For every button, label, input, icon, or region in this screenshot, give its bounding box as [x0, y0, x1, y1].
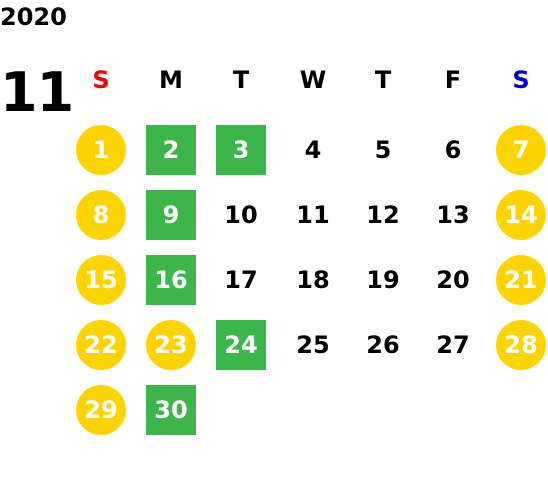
day-cell-20[interactable]: 20: [436, 266, 470, 294]
day-cell-10[interactable]: 10: [224, 201, 258, 229]
day-cell-11[interactable]: 11: [296, 201, 330, 229]
weekday-sunday: S: [92, 66, 110, 94]
weekday-saturday: S: [512, 66, 530, 94]
day-cell-7[interactable]: 7: [496, 125, 546, 175]
day-cell-29[interactable]: 29: [76, 385, 126, 435]
day-cell-22[interactable]: 22: [76, 320, 126, 370]
day-cell-23[interactable]: 23: [146, 320, 196, 370]
weekday-wednesday: W: [299, 66, 327, 94]
day-cell-14[interactable]: 14: [496, 190, 546, 240]
day-cell-21[interactable]: 21: [496, 255, 546, 305]
day-cell-12[interactable]: 12: [366, 201, 400, 229]
day-cell-5[interactable]: 5: [374, 136, 392, 164]
day-cell-18[interactable]: 18: [296, 266, 330, 294]
day-cell-30[interactable]: 30: [146, 385, 196, 435]
day-cell-8[interactable]: 8: [76, 190, 126, 240]
day-cell-19[interactable]: 19: [366, 266, 400, 294]
day-cell-25[interactable]: 25: [296, 331, 330, 359]
weekday-monday: M: [159, 66, 183, 94]
day-cell-9[interactable]: 9: [146, 190, 196, 240]
weekday-tuesday: T: [232, 66, 250, 94]
year-label: 2020: [0, 3, 67, 31]
month-number: 11: [0, 61, 74, 124]
weekday-thursday: T: [374, 66, 392, 94]
day-cell-2[interactable]: 2: [146, 125, 196, 175]
day-cell-28[interactable]: 28: [496, 320, 546, 370]
day-cell-15[interactable]: 15: [76, 255, 126, 305]
day-cell-17[interactable]: 17: [224, 266, 258, 294]
day-cell-1[interactable]: 1: [76, 125, 126, 175]
day-cell-27[interactable]: 27: [436, 331, 470, 359]
weekday-friday: F: [444, 66, 462, 94]
day-cell-16[interactable]: 16: [146, 255, 196, 305]
day-cell-3[interactable]: 3: [216, 125, 266, 175]
day-cell-24[interactable]: 24: [216, 320, 266, 370]
day-cell-6[interactable]: 6: [444, 136, 462, 164]
day-cell-26[interactable]: 26: [366, 331, 400, 359]
day-cell-4[interactable]: 4: [304, 136, 322, 164]
day-cell-13[interactable]: 13: [436, 201, 470, 229]
